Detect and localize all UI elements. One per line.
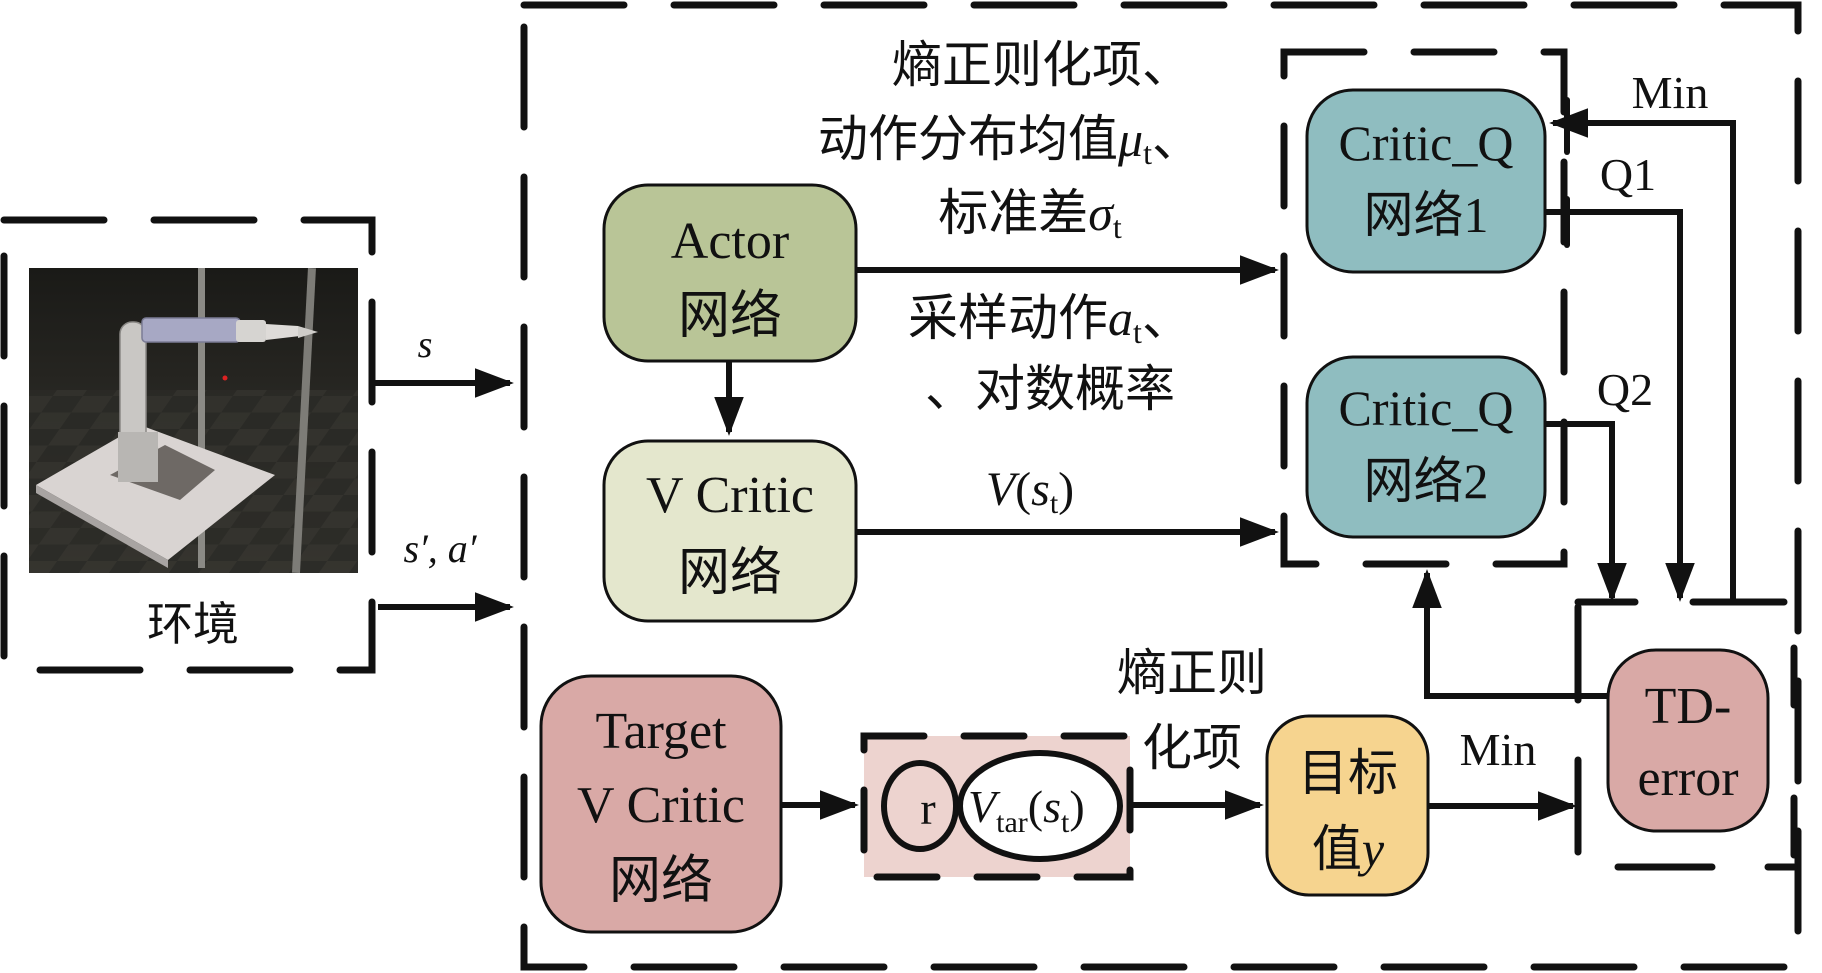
actor-network-node[interactable]: Actor 网络: [602, 183, 858, 363]
svg-text:动作分布均值μt、: 动作分布均值μt、: [818, 111, 1202, 171]
critic-q1-network-node[interactable]: Critic_Q 网络1: [1305, 88, 1547, 274]
svg-text:、对数概率: 、对数概率: [925, 361, 1175, 417]
environment-label: 环境: [147, 599, 239, 650]
svg-text:采样动作at、: 采样动作at、: [908, 290, 1192, 350]
vtar-expression: Vtar(st): [968, 781, 1085, 839]
target-v-critic-label-1: Target: [595, 703, 727, 760]
actor-sublabel: 网络: [678, 288, 782, 345]
actor-label: Actor: [671, 213, 789, 270]
td-error-label: TD-: [1645, 678, 1732, 735]
vtar-ellipse: [957, 750, 1123, 862]
critic-q-dashed-frame: [1280, 48, 1568, 568]
v-critic-label: V Critic: [646, 467, 814, 524]
target-value-sublabel: 值y: [1312, 821, 1385, 877]
svg-text:标准差σt: 标准差σt: [938, 185, 1122, 245]
target-v-critic-network-node[interactable]: Target V Critic 网络: [539, 674, 783, 934]
actor-output-label-bottom: 采样动作at、 、对数概率: [908, 290, 1192, 417]
robot-arm-image: [29, 267, 358, 573]
reward-ellipse: [881, 760, 959, 852]
critic-q2-label: Critic_Q: [1339, 380, 1514, 436]
q1-label: Q1: [1600, 149, 1656, 200]
v-critic-sublabel: 网络: [678, 545, 782, 602]
min-label-bottom: Min: [1460, 724, 1537, 775]
target-value-node[interactable]: 目标 值y: [1265, 714, 1430, 897]
q2-label: Q2: [1597, 364, 1653, 415]
vtar-arg-sub: t: [1061, 806, 1070, 839]
critic-q1-sublabel: 网络1: [1364, 187, 1489, 243]
entropy-term-label-1: 熵正则: [1117, 645, 1267, 701]
target-value-label: 目标: [1298, 745, 1398, 801]
edge-q1-to-td: [1545, 209, 1695, 602]
td-error-dashed-frame: [1574, 598, 1798, 871]
critic-q2-sublabel: 网络2: [1364, 453, 1489, 509]
vtar-sub: tar: [996, 806, 1028, 839]
target-v-critic-label-2: V Critic: [577, 777, 745, 834]
v-critic-output-label: V(st): [986, 463, 1074, 520]
edge-td-min-to-q1: [1549, 108, 1736, 602]
target-v-critic-label-3: 网络: [609, 853, 713, 910]
actor-output-label-top: 熵正则化项、 动作分布均值μt、 标准差σt: [818, 37, 1202, 245]
td-error-sublabel: error: [1637, 750, 1738, 807]
environment-panel: 环境: [0, 216, 376, 674]
critic-q2-network-node[interactable]: Critic_Q 网络2: [1305, 355, 1547, 539]
vtar-arg: s: [1043, 781, 1061, 832]
state-input-arrow: s: [372, 324, 514, 398]
td-error-node[interactable]: TD- error: [1606, 648, 1770, 833]
next-state-action-arrow: s′, a′: [378, 526, 514, 622]
svg-text:熵正则化项、: 熵正则化项、: [892, 37, 1192, 93]
reward-vtar-node[interactable]: r Vtar(st): [860, 732, 1134, 881]
state-label: s: [418, 324, 433, 366]
agent-dashed-frame: [520, 1, 1802, 971]
vtar-v: V: [968, 781, 1001, 832]
v-critic-network-node[interactable]: V Critic 网络: [602, 439, 858, 623]
reward-symbol: r: [920, 783, 935, 834]
critic-q1-label: Critic_Q: [1339, 115, 1514, 171]
entropy-term-label-2: 化项: [1142, 720, 1242, 776]
min-label-top: Min: [1632, 67, 1709, 118]
next-state-action-label: s′, a′: [403, 526, 477, 571]
edge-td-to-critic-q: [1412, 569, 1608, 699]
environment-dashed-frame: [0, 216, 376, 674]
edge-q2-to-td: [1545, 421, 1627, 602]
